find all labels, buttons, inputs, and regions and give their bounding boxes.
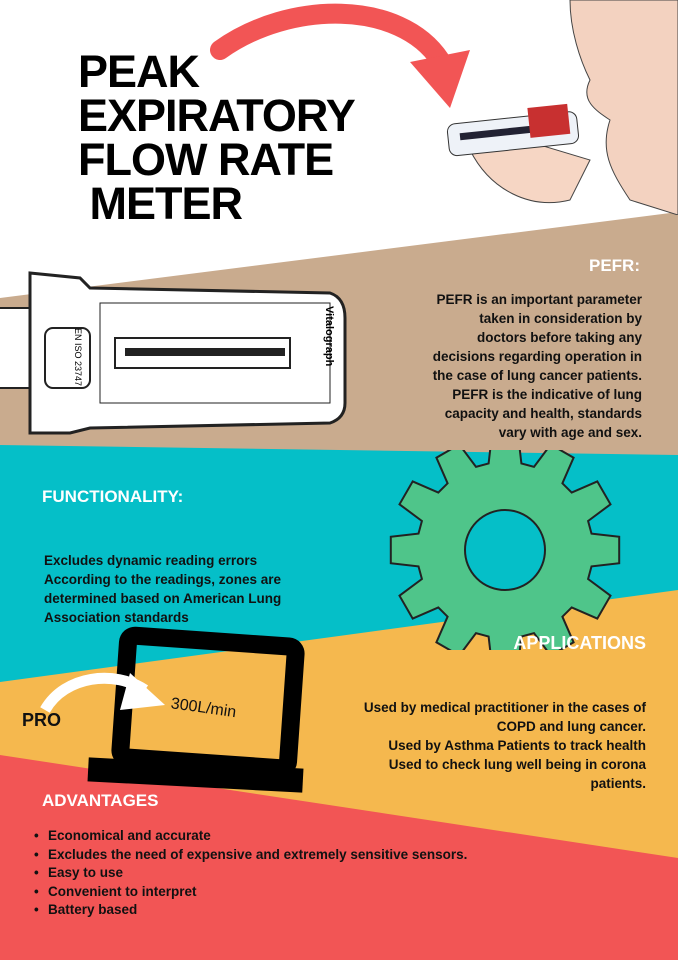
text-line: the case of lung cancer patients. <box>432 368 642 383</box>
list-item: Easy to use <box>34 864 467 883</box>
pro-label: PRO <box>22 710 62 730</box>
list-item: Excludes the need of expensive and extre… <box>34 846 467 865</box>
reading-display: 300L/min <box>169 695 238 722</box>
functionality-description: Excludes dynamic reading errors Accordin… <box>44 551 281 627</box>
white-arrow-icon <box>40 672 165 714</box>
meter-standard-label: EN ISO 23747 <box>73 328 83 387</box>
text-line: patients. <box>590 776 646 791</box>
text-line: decisions regarding operation in <box>432 349 642 364</box>
text-line: Used by Asthma Patients to track health <box>388 738 646 753</box>
list-item: Battery based <box>34 901 467 920</box>
text-line: taken in consideration by <box>479 311 642 326</box>
text-line: Association standards <box>44 610 189 625</box>
applications-description: Used by medical practitioner in the case… <box>364 698 646 793</box>
meter-sketch-icon <box>0 271 347 435</box>
text-line: determined based on American Lung <box>44 591 282 606</box>
functionality-heading: FUNCTIONALITY: <box>42 487 184 506</box>
text-line: PEFR is an important parameter <box>436 292 642 307</box>
pefr-heading: PEFR: <box>589 256 640 275</box>
text-line: Used to check lung well being in corona <box>388 757 646 772</box>
list-item: Economical and accurate <box>34 827 467 846</box>
advantages-list: Economical and accurate Excludes the nee… <box>34 827 467 920</box>
gear-icon <box>389 450 621 650</box>
pefr-description: PEFR is an important parameter taken in … <box>433 290 642 442</box>
text-line: According to the readings, zones are <box>44 572 282 587</box>
text-line: Excludes dynamic reading errors <box>44 553 258 568</box>
text-line: doctors before taking any <box>476 330 642 345</box>
person-using-meter-illustration <box>446 0 678 215</box>
text-line: Used by medical practitioner in the case… <box>363 700 646 715</box>
title-line: FLOW RATE <box>78 134 334 185</box>
text-line: COPD and lung cancer. <box>496 719 646 734</box>
text-line: vary with age and sex. <box>498 425 642 440</box>
title-line: METER <box>78 178 244 229</box>
advantages-heading: ADVANTAGES <box>42 791 159 810</box>
text-line: capacity and health, standards <box>444 406 642 421</box>
title-line: EXPIRATORY <box>78 90 356 141</box>
applications-heading: APPLICATIONS <box>513 633 646 653</box>
page-title: PEAK EXPIRATORY FLOW RATE METER <box>78 46 356 229</box>
curved-arrow-icon <box>210 3 470 108</box>
meter-brand-label: Vitalograph <box>323 306 335 367</box>
list-item: Convenient to interpret <box>34 883 467 902</box>
peak-flow-meter-drawing: EN ISO 23747 Vitalograph <box>0 268 360 438</box>
title-line: PEAK <box>78 46 200 97</box>
text-line: PEFR is the indicative of lung <box>452 387 642 402</box>
